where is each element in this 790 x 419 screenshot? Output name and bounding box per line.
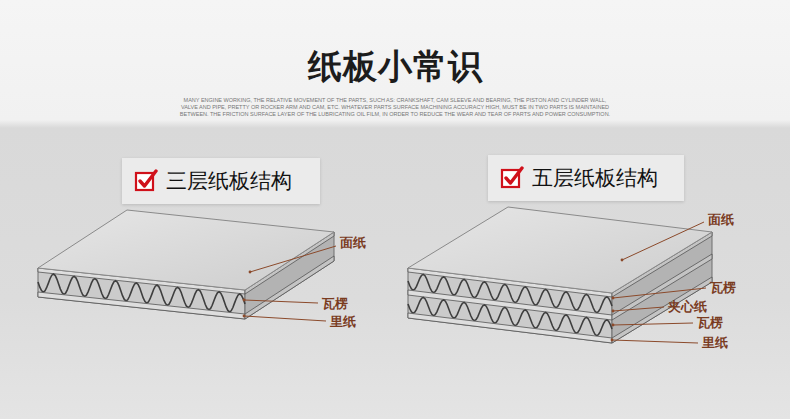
part-label: 瓦楞 — [697, 316, 723, 329]
leader-dot — [243, 315, 246, 318]
leader-dot — [612, 310, 615, 313]
liner-layer — [38, 292, 245, 319]
leader-line — [612, 340, 698, 343]
top-face — [38, 210, 334, 290]
liner-layer — [408, 313, 612, 343]
leader-line — [250, 246, 336, 272]
check-icon — [134, 169, 158, 193]
leader-dot — [243, 299, 246, 302]
liner-layer — [612, 277, 712, 343]
leader-line — [613, 323, 693, 325]
part-label: 里纸 — [702, 336, 728, 349]
header-box: 三层纸板结构 — [122, 158, 320, 204]
leader-dot — [611, 339, 614, 342]
leader-dot — [249, 271, 252, 274]
leader-line — [613, 307, 664, 311]
part-label: 瓦楞 — [710, 281, 736, 294]
header-box: 五层纸板结构 — [488, 155, 684, 201]
part-label: 面纸 — [708, 213, 734, 226]
page-title: 纸板小常识 — [0, 44, 790, 90]
leader-dot — [612, 297, 615, 300]
part-label: 瓦楞 — [322, 297, 348, 310]
header-text: 三层纸板结构 — [166, 167, 292, 195]
leader-line — [244, 300, 318, 303]
leader-line — [613, 288, 706, 298]
check-icon — [500, 166, 524, 190]
part-label: 里纸 — [330, 315, 356, 328]
leader-line — [244, 316, 326, 321]
top-face — [408, 207, 712, 293]
leader-dot — [612, 324, 615, 327]
english-note: MANY ENGINE WORKING, THE RELATIVE MOVEME… — [175, 97, 615, 118]
leader-dot — [621, 259, 624, 262]
part-label: 面纸 — [340, 236, 366, 249]
header-text: 五层纸板结构 — [532, 164, 658, 192]
part-label: 夹心纸 — [668, 300, 707, 313]
leader-line — [622, 222, 704, 260]
